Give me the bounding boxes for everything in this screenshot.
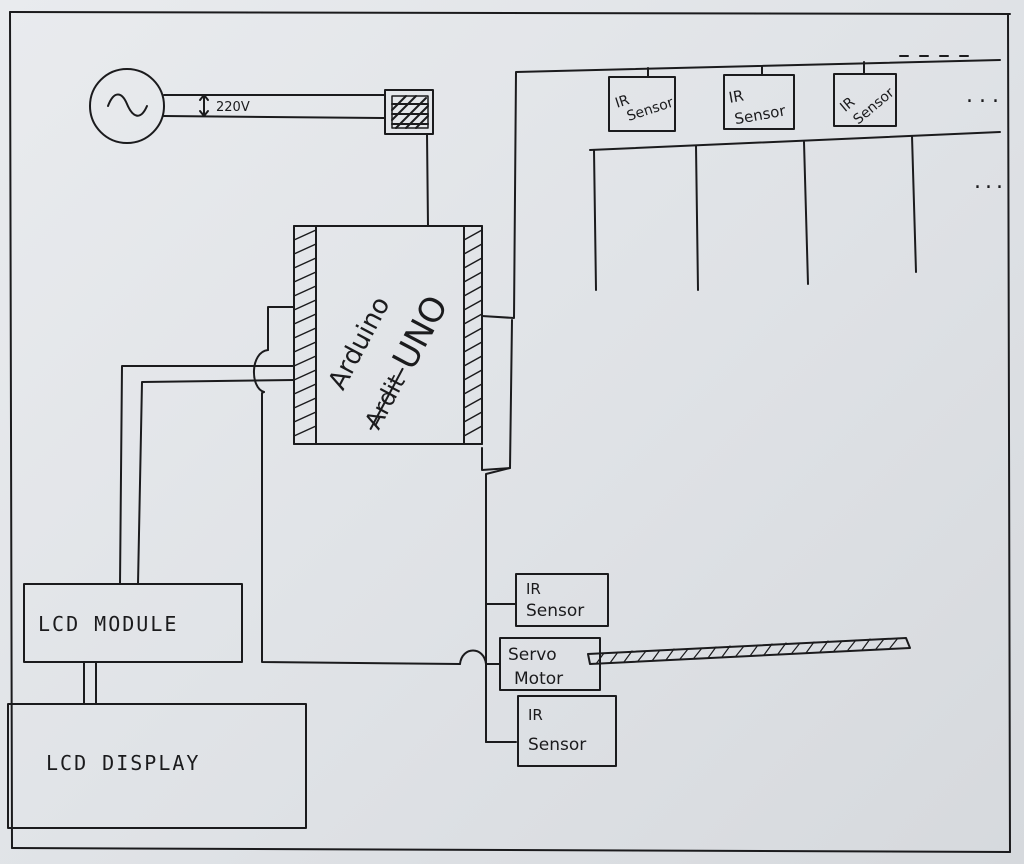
sensor-label-line1: IR — [526, 580, 541, 598]
uno-label: UNO — [385, 289, 457, 376]
lcd-display: LCD DISPLAY — [7, 703, 307, 829]
servo-motor: Servo Motor — [499, 637, 601, 691]
continuation-dots: ... — [966, 83, 1005, 108]
power-connector — [384, 89, 434, 135]
lcd-display-label: LCD DISPLAY — [46, 751, 200, 775]
voltage-label: 220V — [216, 100, 250, 115]
parking-sensor-1: IR Sensor — [608, 67, 676, 132]
supply-wires — [163, 94, 386, 119]
lcd-module: LCD MODULE — [23, 583, 243, 663]
entry-ir-sensor: IR Sensor — [515, 573, 609, 627]
parking-slot-lines — [589, 131, 1001, 291]
arduino-bus-wires — [459, 55, 1001, 743]
sensor-label-line2: Sensor — [528, 735, 586, 755]
parking-sensor-3: IR Sensor — [833, 61, 898, 128]
gate-barrier-arm — [587, 637, 911, 665]
arduino-board: Arduino Ardit UNO — [293, 225, 483, 445]
module-display-wires — [83, 661, 97, 705]
sensor-label-line2: Sensor — [625, 95, 676, 125]
servo-label-line2: Motor — [514, 669, 563, 689]
continuation-dots: ... — [974, 169, 1007, 194]
power-to-arduino-wire — [426, 133, 429, 227]
sensor-label-line1: IR — [727, 87, 745, 107]
parking-sensor-2: IR Sensor — [723, 65, 795, 130]
ac-source-icon — [89, 68, 165, 144]
sensor-label-line2: Sensor — [526, 601, 584, 621]
strike-through — [369, 367, 404, 430]
page-border — [9, 11, 1011, 853]
sensor-label-line1: IR — [528, 706, 543, 724]
sensor-label-line2: Sensor — [733, 101, 788, 128]
servo-label-line1: Servo — [508, 645, 557, 665]
exit-ir-sensor: IR Sensor — [517, 695, 617, 767]
sensor-label-line1: IR — [613, 92, 631, 112]
arduino-lcd-wires — [119, 306, 461, 665]
lcd-module-label: LCD MODULE — [38, 612, 178, 636]
